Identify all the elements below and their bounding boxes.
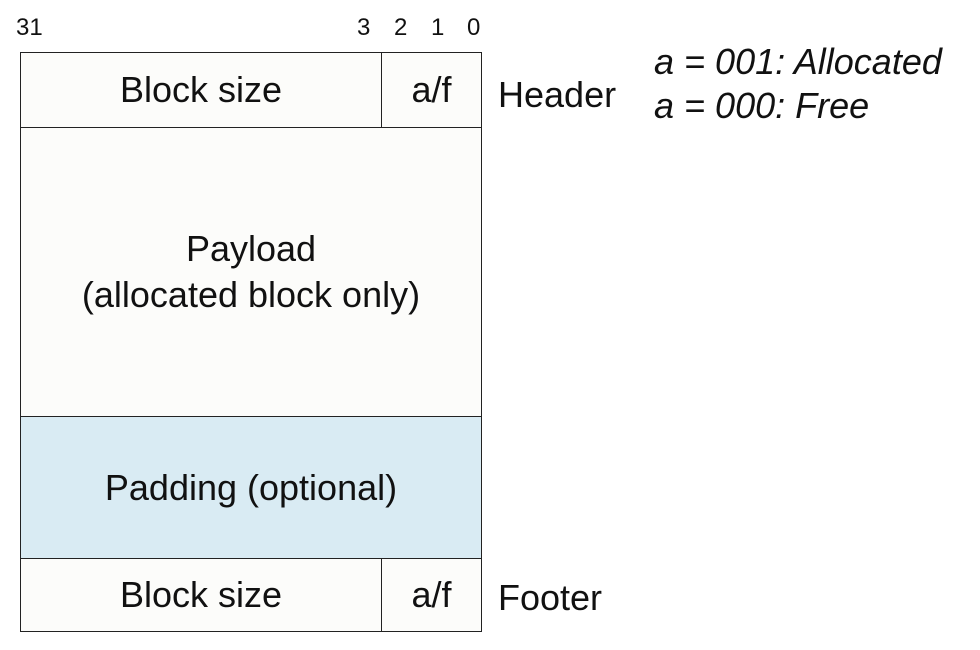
bit-label-31: 31 <box>16 14 43 41</box>
footer-block-size: Block size <box>21 559 382 631</box>
heap-block-diagram: Block size a/f Payload (allocated block … <box>20 52 482 632</box>
bit-label-3: 3 <box>357 14 371 41</box>
padding-row: Padding (optional) <box>21 417 481 559</box>
footer-row: Block size a/f <box>21 559 481 631</box>
payload-row: Payload (allocated block only) <box>21 128 481 417</box>
payload-note: (allocated block only) <box>81 274 421 315</box>
header-block-size: Block size <box>21 53 382 127</box>
bit-label-1: 1 <box>431 14 445 41</box>
header-alloc-flag: a/f <box>411 69 452 110</box>
legend-allocated: a = 001: Allocated <box>654 41 942 82</box>
footer-side-label: Footer <box>498 577 603 618</box>
header-side-label: Header <box>498 74 617 115</box>
bit-label-0: 0 <box>467 14 481 41</box>
footer-alloc-flag: a/f <box>411 574 452 615</box>
payload-title: Payload <box>185 228 317 269</box>
bit-label-2: 2 <box>394 14 408 41</box>
legend-free: a = 000: Free <box>654 85 870 126</box>
payload-cell: Payload (allocated block only) <box>21 128 481 416</box>
padding-label: Padding (optional) <box>104 466 398 508</box>
header-row: Block size a/f <box>21 53 481 128</box>
